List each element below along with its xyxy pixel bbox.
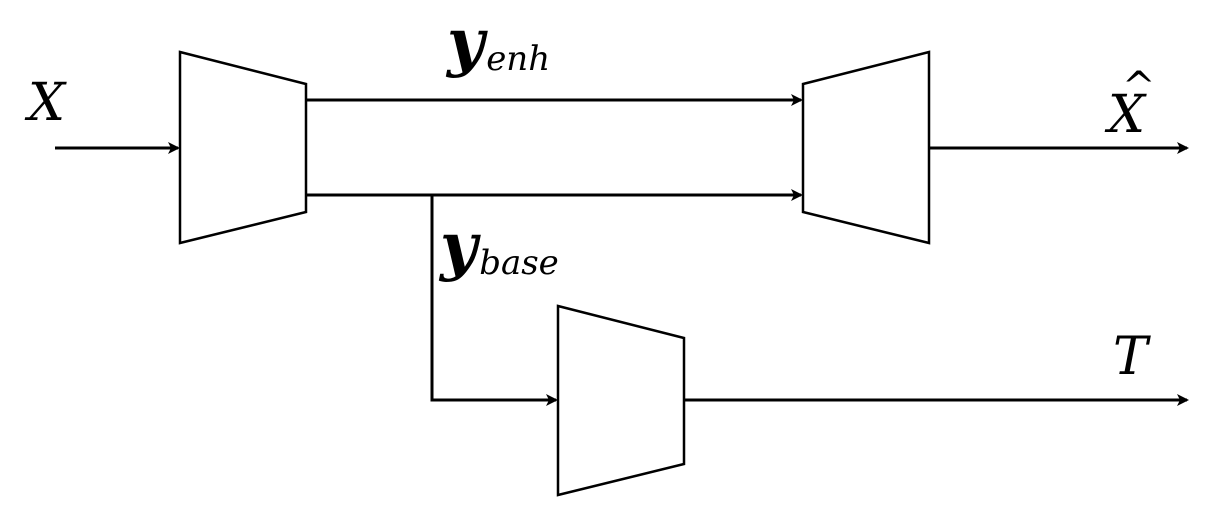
base-latent-symbol: y bbox=[438, 209, 481, 284]
base-latent-branch-arrow bbox=[430, 195, 558, 406]
input-label: X bbox=[24, 73, 67, 133]
reconstruction-hat-accent: ^ bbox=[1122, 64, 1156, 110]
base-latent-subscript: base bbox=[479, 243, 559, 283]
enh-latent-subscript: enh bbox=[486, 39, 550, 79]
enh-latent-label: yenh bbox=[445, 5, 550, 80]
task-output-label: T bbox=[1113, 327, 1151, 387]
encoder-block bbox=[178, 50, 308, 245]
reconstruction-decoder-block bbox=[801, 50, 931, 245]
enh-latent-symbol: y bbox=[445, 5, 488, 80]
task-decoder-block bbox=[556, 304, 686, 497]
base-latent-label: ybase bbox=[438, 209, 559, 284]
reconstruction-output-label: X bbox=[1104, 85, 1147, 145]
